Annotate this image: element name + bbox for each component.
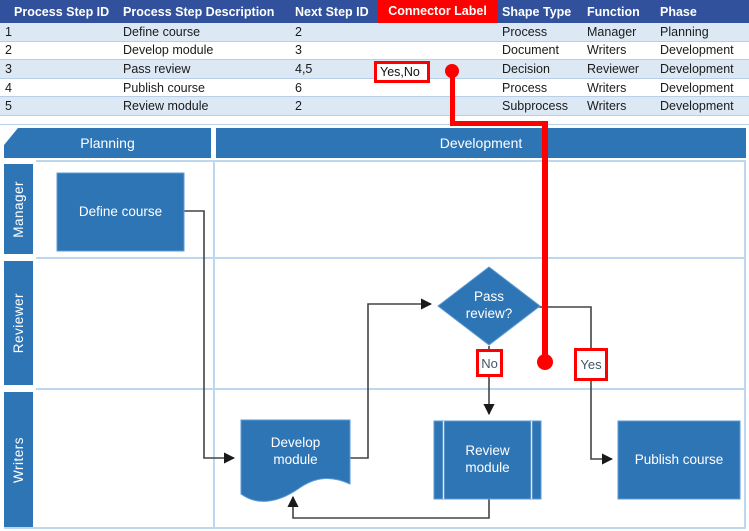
cell-description[interactable]: Pass review	[123, 61, 191, 76]
connector-yes-decision-to-publish[interactable]	[538, 306, 614, 465]
cell-function[interactable]: Writers	[587, 99, 627, 114]
function-band-writers[interactable]: Writers	[4, 392, 33, 527]
table-row-2: 2 Develop module 3 Document Writers Deve…	[0, 41, 749, 61]
cell-step-id[interactable]: 2	[5, 43, 12, 58]
phase-label-development: Development	[439, 135, 523, 151]
header-shape-type[interactable]: Shape Type	[502, 4, 572, 19]
cell-function[interactable]: Reviewer	[587, 61, 640, 76]
callout-dot-top	[445, 64, 459, 78]
highlight-box-yes-label: Yes	[574, 348, 608, 381]
header-process-step-id[interactable]: Process Step ID	[14, 4, 110, 19]
diagram-right-edge	[744, 160, 746, 529]
connector-develop-to-decision[interactable]	[350, 298, 433, 459]
cell-shape-type[interactable]: Process	[502, 24, 548, 39]
cell-shape-type[interactable]: Document	[502, 43, 559, 58]
highlighted-connector-label-header[interactable]: Connector Label	[378, 0, 497, 23]
cell-step-id[interactable]: 5	[5, 99, 12, 114]
cell-next-step[interactable]: 2	[295, 99, 302, 114]
connector-review-to-develop[interactable]	[287, 495, 490, 519]
lane-divider-top	[36, 160, 746, 162]
cell-step-id[interactable]: 1	[5, 24, 12, 39]
cell-phase[interactable]: Development	[660, 99, 734, 114]
table-row-4: 4 Publish course 6 Process Writers Devel…	[0, 78, 749, 98]
cell-phase[interactable]: Development	[660, 61, 734, 76]
cell-step-id[interactable]: 3	[5, 61, 12, 76]
function-band-reviewer[interactable]: Reviewer	[4, 261, 33, 385]
lane-divider-reviewer-writers	[36, 388, 746, 390]
callout-line-vertical-1	[450, 71, 455, 124]
process-map-table: Process Step ID Process Step Description…	[0, 0, 749, 125]
lane-divider-manager-reviewer	[36, 257, 746, 259]
cell-function[interactable]: Manager	[587, 24, 637, 39]
cell-description[interactable]: Develop module	[123, 43, 214, 58]
cell-function[interactable]: Writers	[587, 43, 627, 58]
connector-label-yes: Yes	[580, 357, 602, 372]
phase-divider-vertical	[213, 160, 215, 529]
cell-next-step[interactable]: 6	[295, 80, 302, 95]
yes-no-cell-value: Yes,No	[380, 65, 420, 79]
phase-band-planning[interactable]: Planning	[4, 128, 211, 158]
cell-shape-type[interactable]: Process	[502, 80, 548, 95]
connector-label-no: No	[481, 355, 498, 371]
cell-next-step[interactable]: 2	[295, 24, 302, 39]
cell-phase[interactable]: Development	[660, 43, 734, 58]
cell-description[interactable]: Publish course	[123, 80, 205, 95]
highlight-box-no-label: No	[476, 349, 503, 377]
cell-shape-type[interactable]: Decision	[502, 61, 550, 76]
subprocess-shape-review-module[interactable]	[433, 420, 542, 500]
cell-function[interactable]: Writers	[587, 80, 627, 95]
cell-next-step[interactable]: 3	[295, 43, 302, 58]
cell-step-id[interactable]: 4	[5, 80, 12, 95]
phase-band-development[interactable]: Development	[216, 128, 746, 158]
table-row-1: 1 Define course 2 Process Manager Planni…	[0, 23, 749, 42]
swimlane-corner-notch	[4, 128, 18, 145]
document-shape-develop-module[interactable]	[240, 419, 351, 502]
cell-phase[interactable]: Development	[660, 80, 734, 95]
process-shape-define-course[interactable]	[56, 172, 185, 252]
header-phase[interactable]: Phase	[660, 4, 697, 19]
cell-shape-type[interactable]: Subprocess	[502, 99, 569, 114]
connector-define-to-develop[interactable]	[184, 210, 236, 464]
cell-description[interactable]: Define course	[123, 24, 201, 39]
callout-dot-bottom	[537, 354, 553, 370]
callout-line-vertical-2	[542, 121, 548, 362]
process-shape-publish-course[interactable]	[617, 420, 741, 500]
cell-description[interactable]: Review module	[123, 99, 209, 114]
cell-next-step[interactable]: 4,5	[295, 61, 313, 76]
table-header-row: Process Step ID Process Step Description…	[0, 0, 749, 23]
lane-divider-bottom	[4, 527, 746, 529]
header-function[interactable]: Function	[587, 4, 640, 19]
table-row-5: 5 Review module 2 Subprocess Writers Dev…	[0, 97, 749, 116]
table-empty-row	[0, 115, 749, 125]
phase-label-planning: Planning	[80, 135, 135, 151]
cell-phase[interactable]: Planning	[660, 24, 709, 39]
callout-line-horizontal	[450, 121, 548, 126]
highlight-box-yes-no-cell: Yes,No	[374, 61, 430, 83]
header-description[interactable]: Process Step Description	[123, 4, 275, 19]
header-next-step-id[interactable]: Next Step ID	[295, 4, 369, 19]
decision-shape-pass-review[interactable]	[437, 266, 541, 346]
function-band-manager[interactable]: Manager	[4, 164, 33, 254]
